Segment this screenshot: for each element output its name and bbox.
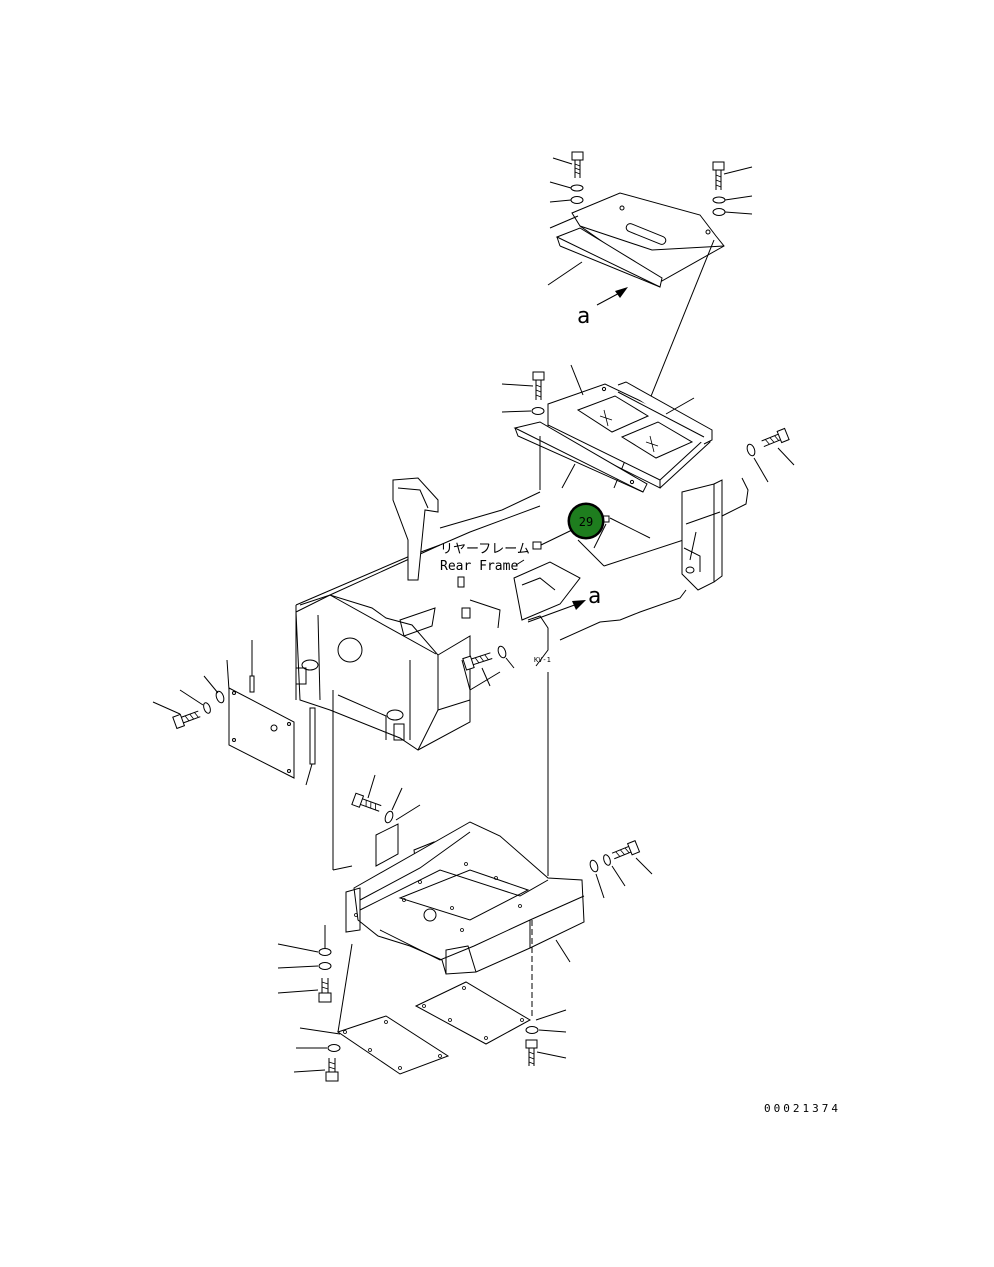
bolt-icon (351, 792, 382, 812)
washer-icon (570, 184, 584, 192)
rear-frame: KV-1 (295, 477, 715, 751)
bolt-icon (462, 652, 493, 671)
bottom-cover-plate-right (414, 981, 532, 1045)
bolt-icon (611, 840, 641, 860)
bolt-icon (525, 1039, 538, 1066)
lower-flange (513, 421, 648, 493)
bolt-icon (172, 710, 201, 730)
top-cover-assembly: a (547, 151, 753, 489)
small-cover-plate (375, 823, 399, 867)
washer-icon (712, 208, 726, 216)
bottom-cover-plate-left (336, 1015, 450, 1075)
washer-icon (497, 645, 507, 659)
rear-frame-en-label: Rear Frame (440, 559, 518, 574)
bolt-icon (712, 161, 725, 190)
bolt-icon (318, 978, 332, 1003)
washer-icon (525, 1026, 539, 1034)
side-bracket-plate (681, 483, 715, 591)
clip-icon (532, 541, 542, 550)
washer-icon (327, 1044, 341, 1052)
side-cover-plate (228, 687, 295, 779)
washer-icon (384, 810, 394, 824)
washer-icon (603, 854, 611, 866)
bottom-covers (277, 920, 567, 1082)
lower-right-bolt-group (589, 840, 653, 899)
rear-frame-label: リヤーフレーム Rear Frame (440, 542, 530, 574)
rear-frame-jp-label: リヤーフレーム (440, 542, 530, 557)
drawing-number: 00021374 (764, 1102, 841, 1115)
frame-back-face (295, 594, 439, 751)
right-bolt-group (746, 427, 795, 483)
washer-icon (318, 962, 332, 970)
callout-29[interactable]: 29 (567, 502, 605, 540)
washer-icon (203, 702, 211, 714)
svg-text:KV-1: KV-1 (534, 656, 551, 664)
washer-icon (215, 690, 225, 704)
washer-icon (570, 196, 584, 204)
washer-icon (746, 443, 756, 457)
guard-body (353, 821, 585, 975)
washer-icon (318, 948, 332, 956)
washer-icon (531, 407, 545, 415)
mid-cover-assembly (501, 364, 713, 493)
bolt-icon (571, 151, 584, 178)
view-a-label-mid: a (588, 584, 601, 609)
bracket-plate (555, 227, 663, 288)
washer-icon (712, 196, 726, 204)
bolt-icon (325, 1058, 339, 1082)
bolt-icon (532, 371, 545, 400)
left-side-cover (152, 640, 316, 786)
hitch-block (513, 561, 581, 621)
top-cover-plate (571, 192, 725, 283)
center-bolt-group (462, 645, 515, 687)
callout-number: 29 (579, 515, 593, 529)
right-side-bracket (681, 477, 749, 591)
frame-pillar (392, 477, 439, 581)
view-a-label-top: a (577, 304, 590, 329)
view-arrow-a-mid: a (527, 584, 601, 623)
lower-guard-assembly (345, 774, 585, 975)
washer-icon (589, 859, 599, 873)
bolt-icon (761, 427, 790, 447)
seat-mount-plate (547, 383, 711, 481)
